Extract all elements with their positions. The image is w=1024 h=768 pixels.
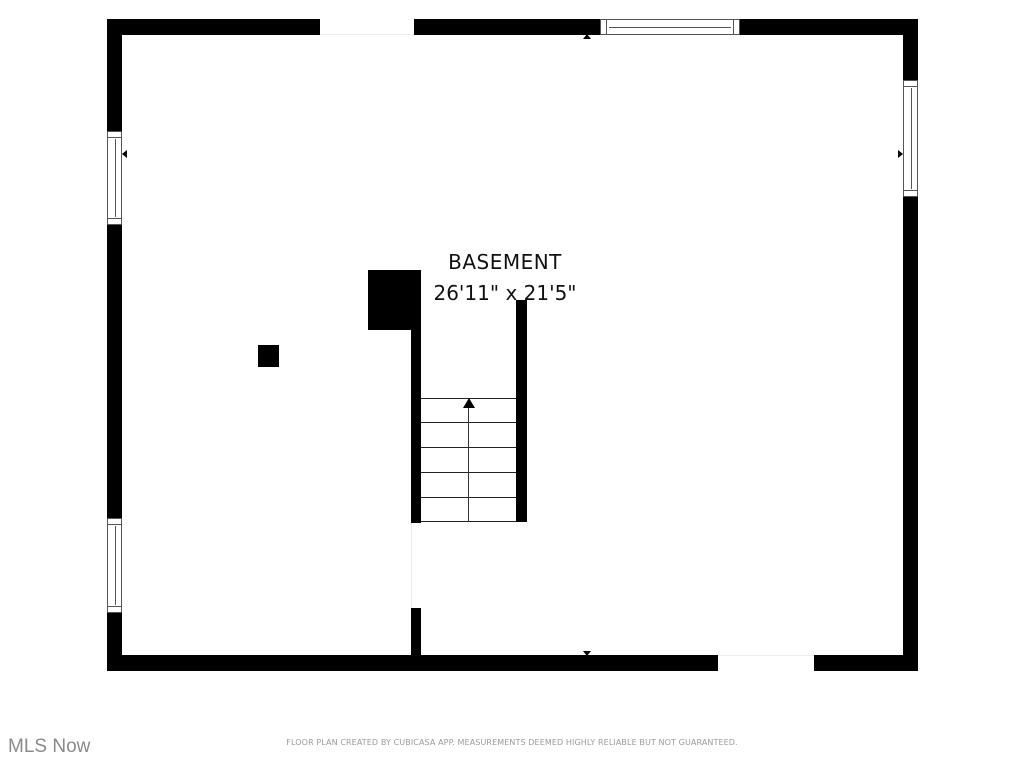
- stair-wall-left: [411, 330, 421, 523]
- opening-partition: [411, 523, 421, 608]
- marker-bottom-icon: [583, 651, 591, 656]
- room-name: BASEMENT: [448, 250, 562, 274]
- stair-wall-right: [516, 300, 527, 522]
- room-dimensions: 26'11" x 21'5": [433, 281, 577, 305]
- wall-bottom: [107, 655, 918, 671]
- disclaimer-text: FLOOR PLAN CREATED BY CUBICASA APP. MEAS…: [286, 738, 738, 747]
- stair-direction-line: [468, 405, 469, 522]
- stair-up-arrow-icon: [463, 398, 475, 408]
- opening-top: [320, 19, 414, 35]
- chimney-block: [368, 270, 421, 330]
- window-left-lower: [107, 518, 122, 613]
- opening-bottom: [718, 655, 814, 671]
- brand-logo: MLS Now: [8, 736, 91, 757]
- marker-right-icon: [898, 150, 903, 158]
- marker-left-icon: [122, 150, 127, 158]
- support-column: [258, 345, 279, 367]
- marker-top-icon: [583, 34, 591, 39]
- window-left-upper: [107, 131, 122, 225]
- partition-wall-lower: [411, 608, 421, 658]
- window-right: [903, 80, 918, 197]
- wall-top: [107, 19, 918, 35]
- window-top: [600, 19, 740, 35]
